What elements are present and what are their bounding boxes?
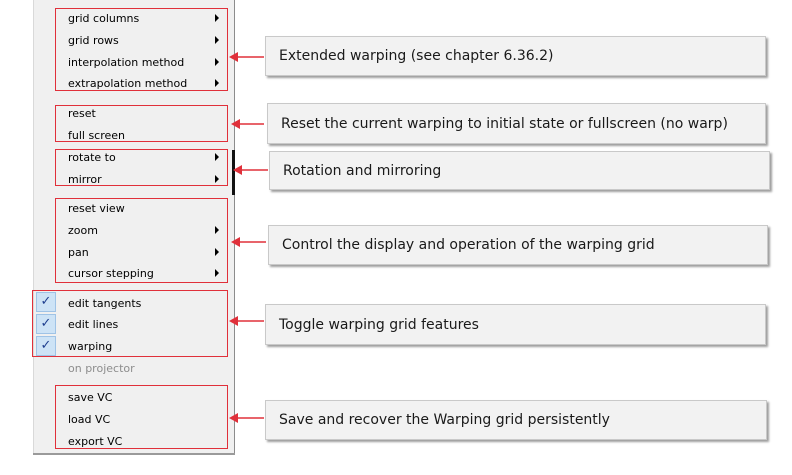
callout-persistence: Save and recover the Warping grid persis… bbox=[265, 400, 767, 440]
menu-item-on-projector: on projector bbox=[68, 362, 135, 375]
menu-item-interpolation-method[interactable]: interpolation method bbox=[68, 56, 185, 69]
menu-item-export-vc[interactable]: export VC bbox=[68, 435, 123, 448]
callout-text: Reset the current warping to initial sta… bbox=[281, 115, 728, 132]
submenu-arrow-icon bbox=[215, 79, 219, 87]
menu-item-cursor-stepping[interactable]: cursor stepping bbox=[68, 267, 154, 280]
callout-rotation: Rotation and mirroring bbox=[269, 151, 770, 190]
callout-extended-warping: Extended warping (see chapter 6.36.2) bbox=[265, 36, 766, 76]
annotation-box-rotation bbox=[55, 149, 228, 186]
submenu-arrow-icon bbox=[215, 248, 219, 256]
menu-item-zoom[interactable]: zoom bbox=[68, 224, 98, 237]
menu-item-warping[interactable]: warping bbox=[68, 340, 113, 353]
callout-text: Save and recover the Warping grid persis… bbox=[279, 412, 610, 428]
submenu-arrow-icon bbox=[215, 14, 219, 22]
callout-text: Toggle warping grid features bbox=[279, 316, 479, 333]
menu-item-grid-rows[interactable]: grid rows bbox=[68, 34, 119, 47]
annotation-box-persistence bbox=[55, 385, 228, 449]
annotation-box-reset bbox=[55, 105, 228, 142]
submenu-arrow-icon bbox=[215, 153, 219, 161]
submenu-arrow-icon bbox=[215, 36, 219, 44]
callout-display: Control the display and operation of the… bbox=[268, 225, 768, 265]
context-menu bbox=[33, 0, 235, 455]
submenu-arrow-icon bbox=[215, 175, 219, 183]
checkmark-icon: ✓ bbox=[36, 292, 56, 312]
menu-item-rotate-to[interactable]: rotate to bbox=[68, 151, 116, 164]
annotation-box-display bbox=[55, 198, 228, 283]
checkmark-icon: ✓ bbox=[36, 336, 56, 356]
callout-toggles: Toggle warping grid features bbox=[265, 304, 766, 345]
menu-item-mirror[interactable]: mirror bbox=[68, 173, 102, 186]
callout-reset: Reset the current warping to initial sta… bbox=[267, 103, 766, 144]
checkmark-icon: ✓ bbox=[36, 314, 56, 334]
menu-item-reset-view[interactable]: reset view bbox=[68, 202, 125, 215]
callout-text: Rotation and mirroring bbox=[283, 162, 442, 179]
menu-item-full-screen[interactable]: full screen bbox=[68, 129, 126, 142]
menu-item-grid-columns[interactable]: grid columns bbox=[68, 12, 140, 25]
menu-item-load-vc[interactable]: load VC bbox=[68, 413, 111, 426]
menu-item-pan[interactable]: pan bbox=[68, 246, 89, 259]
callout-text: Extended warping (see chapter 6.36.2) bbox=[279, 48, 554, 64]
annotation-box-extended-warping bbox=[55, 8, 228, 91]
submenu-arrow-icon bbox=[215, 226, 219, 234]
submenu-arrow-icon bbox=[215, 269, 219, 277]
menu-item-reset[interactable]: reset bbox=[68, 107, 96, 120]
menu-bottom-edge bbox=[33, 453, 235, 455]
menu-item-save-vc[interactable]: save VC bbox=[68, 391, 113, 404]
menu-item-extrapolation-method[interactable]: extrapolation method bbox=[68, 77, 188, 90]
submenu-arrow-icon bbox=[215, 58, 219, 66]
menu-edge-shadow bbox=[232, 150, 235, 195]
annotation-box-toggles bbox=[32, 290, 228, 357]
callout-text: Control the display and operation of the… bbox=[282, 237, 655, 253]
menu-item-edit-tangents[interactable]: edit tangents bbox=[68, 297, 142, 310]
menu-item-edit-lines[interactable]: edit lines bbox=[68, 318, 119, 331]
